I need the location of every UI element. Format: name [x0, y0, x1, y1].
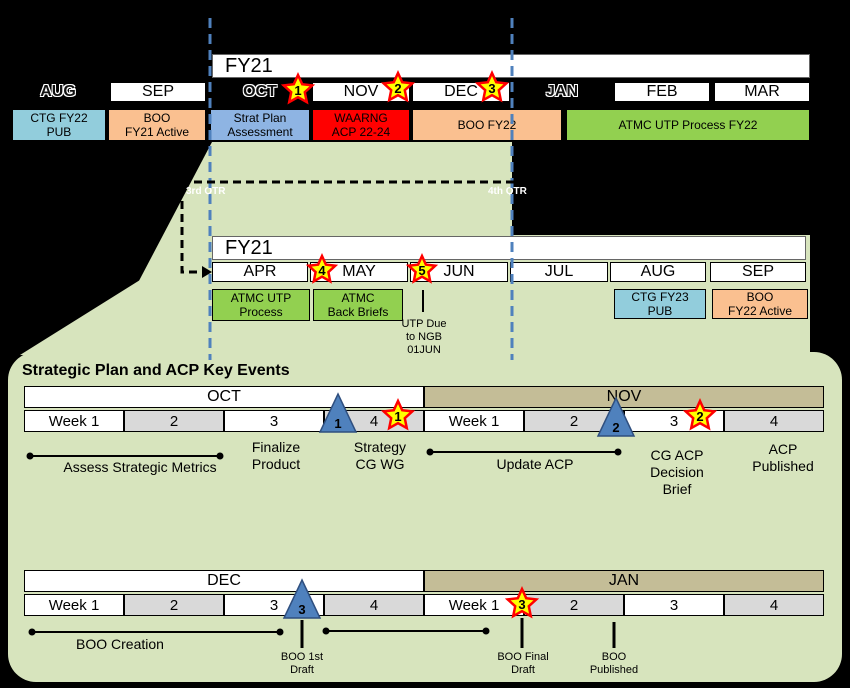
month-aug-mid: AUG: [610, 262, 706, 282]
arrow-head: [202, 266, 212, 278]
month-jul-mid: JUL: [510, 262, 608, 282]
bar-boo-fy21: BOO FY21 Active: [108, 109, 206, 141]
bar-boo-fy22-active: BOO FY22 Active: [712, 289, 808, 319]
bar-ctg-fy23: CTG FY23 PUB: [614, 289, 706, 319]
label-boo-creation: BOO Creation: [76, 636, 164, 652]
dot-revise-start: [322, 627, 330, 635]
row2-month-dec: DEC: [24, 570, 424, 592]
month-sep-mid: SEP: [710, 262, 806, 282]
label-assess-metrics: Assess Strategic Metrics: [63, 459, 217, 475]
bar-strat-plan: Strat Plan Assessment: [210, 109, 310, 141]
star-marker-label: 3: [518, 597, 525, 612]
dot-assess-end: [216, 452, 224, 460]
utp-due-label: UTP Due to NGB 01JUN: [401, 318, 447, 356]
dot-update-start: [426, 448, 434, 456]
month-sep-top: SEP: [110, 82, 206, 102]
star-marker-label: 2: [696, 409, 703, 424]
star-marker-label: 1: [394, 409, 401, 424]
row2-week-5: Week 1: [424, 594, 524, 616]
row2-week-2: 2: [124, 594, 224, 616]
star-marker-label: 5: [418, 263, 425, 278]
star-marker-4: 4: [305, 252, 339, 284]
dot-assess-start: [26, 452, 34, 460]
triangle-3-label: 3: [298, 602, 305, 617]
row1-week-1: Week 1: [24, 410, 124, 432]
qtr4-label: 4th QTR: [488, 186, 527, 197]
month-feb-top: FEB: [614, 82, 710, 102]
triangle-1: 1: [318, 392, 358, 433]
zoom-wedge: [100, 142, 212, 355]
month-jun-mid: JUN: [410, 262, 508, 282]
row2-week-1: Week 1: [24, 594, 124, 616]
label-acp-published: ACP Published: [752, 441, 814, 474]
bar-atmc-utp-process: ATMC UTP Process: [212, 289, 310, 321]
row1-week-3: 3: [224, 410, 324, 432]
bar-waarng-acp: WAARNG ACP 22-24: [312, 109, 410, 141]
row1-month-oct: OCT: [24, 386, 424, 408]
star-marker-5: 5: [405, 252, 439, 284]
triangle-3: 3: [282, 578, 322, 619]
row2-week-7: 3: [624, 594, 724, 616]
month-nov-top: NOV: [312, 82, 410, 102]
label-update-acp: Update ACP: [496, 456, 574, 472]
dot-creation-end: [276, 628, 284, 636]
dashed-arrow: [180, 180, 540, 274]
zoom-trapezoid-upper: [212, 142, 512, 235]
month-jan-top: JAN: [512, 82, 612, 102]
bar-atmc-utp-fy22: ATMC UTP Process FY22: [566, 109, 810, 141]
row1-week-8: 4: [724, 410, 824, 432]
star-marker-label: 2: [394, 81, 401, 96]
row1-week-5: Week 1: [424, 410, 524, 432]
star-marker-2: 2: [380, 69, 416, 103]
bar-ctg-fy22: CTG FY22 PUB: [12, 109, 106, 141]
star-marker-7: 2: [682, 397, 718, 431]
star-marker-label: 4: [318, 263, 326, 278]
label-finalize-product: Finalize Product: [251, 439, 301, 472]
row1-week-2: 2: [124, 410, 224, 432]
star-marker-label: 3: [488, 81, 495, 96]
row2-week-4: 4: [324, 594, 424, 616]
month-apr-mid: APR: [212, 262, 308, 282]
qtr3-label: 3rd QTR: [186, 186, 226, 197]
panel-title: Strategic Plan and ACP Key Events: [22, 362, 290, 379]
label-boo-published: BOO Published: [589, 651, 639, 676]
fy21-header-mid: FY21: [212, 236, 806, 260]
triangle-2: 2: [596, 396, 636, 437]
bar-atmc-back-briefs: ATMC Back Briefs: [313, 289, 403, 321]
label-cg-acp-decision: CG ACP Decision Brief: [650, 447, 704, 497]
star-marker-6: 1: [380, 397, 416, 431]
label-strategy-cg-wg: Strategy CG WG: [353, 439, 407, 472]
star-marker-8: 3: [504, 585, 540, 619]
star-marker-3: 3: [474, 69, 510, 103]
dot-revise-end: [482, 627, 490, 635]
bar-boo-fy22: BOO FY22: [412, 109, 562, 141]
dot-update-end: [614, 448, 622, 456]
label-boo-final-draft: BOO Final Draft: [497, 651, 549, 676]
triangle-1-label: 1: [334, 416, 341, 431]
row2-month-jan: JAN: [424, 570, 824, 592]
star-marker-1: 1: [280, 71, 316, 105]
label-boo-1st-draft: BOO 1st Draft: [280, 651, 324, 676]
triangle-2-label: 2: [612, 420, 619, 435]
month-aug-top: AUG: [10, 82, 106, 102]
row2-week-8: 4: [724, 594, 824, 616]
star-marker-label: 1: [294, 83, 301, 98]
month-mar-top: MAR: [714, 82, 810, 102]
dot-creation-start: [28, 628, 36, 636]
